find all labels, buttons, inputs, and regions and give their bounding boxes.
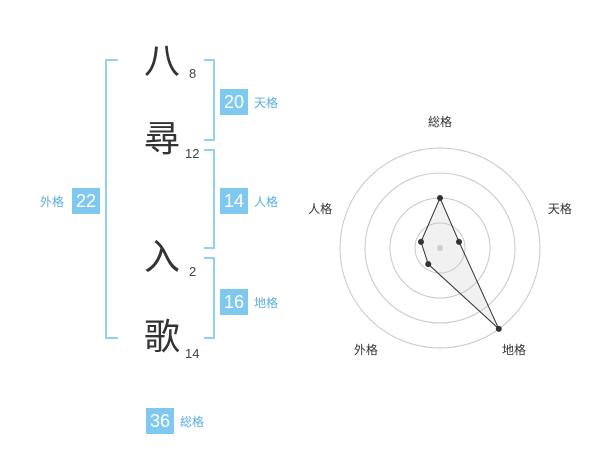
soukaku-label: 総格: [180, 415, 205, 429]
radar-axis-label-5: 人格: [308, 201, 332, 216]
stroke-count-3: 2: [189, 264, 197, 279]
radar-point-2: [456, 238, 463, 245]
radar-point-5: [417, 238, 424, 245]
radar-ring-3: [364, 172, 516, 324]
soukaku-value: 36: [146, 408, 174, 434]
radar-area: [420, 196, 500, 330]
name-char-4: 歌: [143, 317, 180, 358]
name-char-3: 入: [143, 237, 180, 278]
radar-point-4: [425, 261, 432, 268]
gaikaku-value: 22: [72, 188, 100, 214]
jinkaku-bracket: [204, 149, 215, 249]
gaikaku-label: 外格: [40, 195, 65, 209]
chikaku-label: 地格: [254, 296, 279, 310]
tenkaku-bracket: [204, 59, 215, 141]
name-char-1: 八: [143, 41, 180, 82]
stroke-count-1: 8: [189, 66, 197, 81]
chikaku-value: 16: [220, 289, 248, 315]
radar-ring-4: [339, 147, 541, 349]
gaikaku-bracket: [105, 59, 118, 339]
radar-axis-label-3: 地格: [502, 342, 526, 357]
radar-axis-label-2: 天格: [548, 201, 572, 216]
radar-axis-label-4: 外格: [354, 342, 378, 357]
radar-point-1: [437, 195, 443, 201]
chikaku-bracket: [204, 257, 215, 339]
jinkaku-value: 14: [220, 188, 248, 214]
tenkaku-label: 天格: [254, 96, 279, 110]
radar-center: [437, 245, 443, 251]
radar-ring-1: [414, 222, 466, 274]
stroke-count-4: 14: [185, 346, 200, 361]
radar-point-3: [495, 325, 502, 332]
name-char-2: 尋: [143, 119, 180, 160]
radar-axis-label-1: 総格: [428, 114, 452, 129]
tenkaku-value: 20: [220, 89, 248, 115]
stroke-count-2: 12: [185, 146, 200, 161]
jinkaku-label: 人格: [254, 195, 279, 209]
